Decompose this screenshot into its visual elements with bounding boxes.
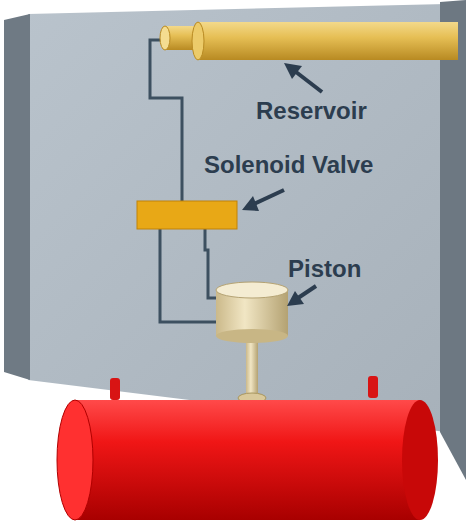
piston	[216, 282, 288, 403]
solenoid-valve	[137, 201, 237, 229]
reservoir-tube	[160, 22, 458, 60]
left-wall	[4, 14, 30, 380]
part-label: Reservoir	[256, 98, 367, 124]
part-label: Solenoid Valve	[204, 152, 373, 178]
right-wall	[440, 0, 466, 480]
red-tank	[57, 376, 438, 520]
part-label: Piston	[288, 256, 361, 282]
pipes	[150, 40, 218, 322]
panel-face	[28, 4, 446, 432]
